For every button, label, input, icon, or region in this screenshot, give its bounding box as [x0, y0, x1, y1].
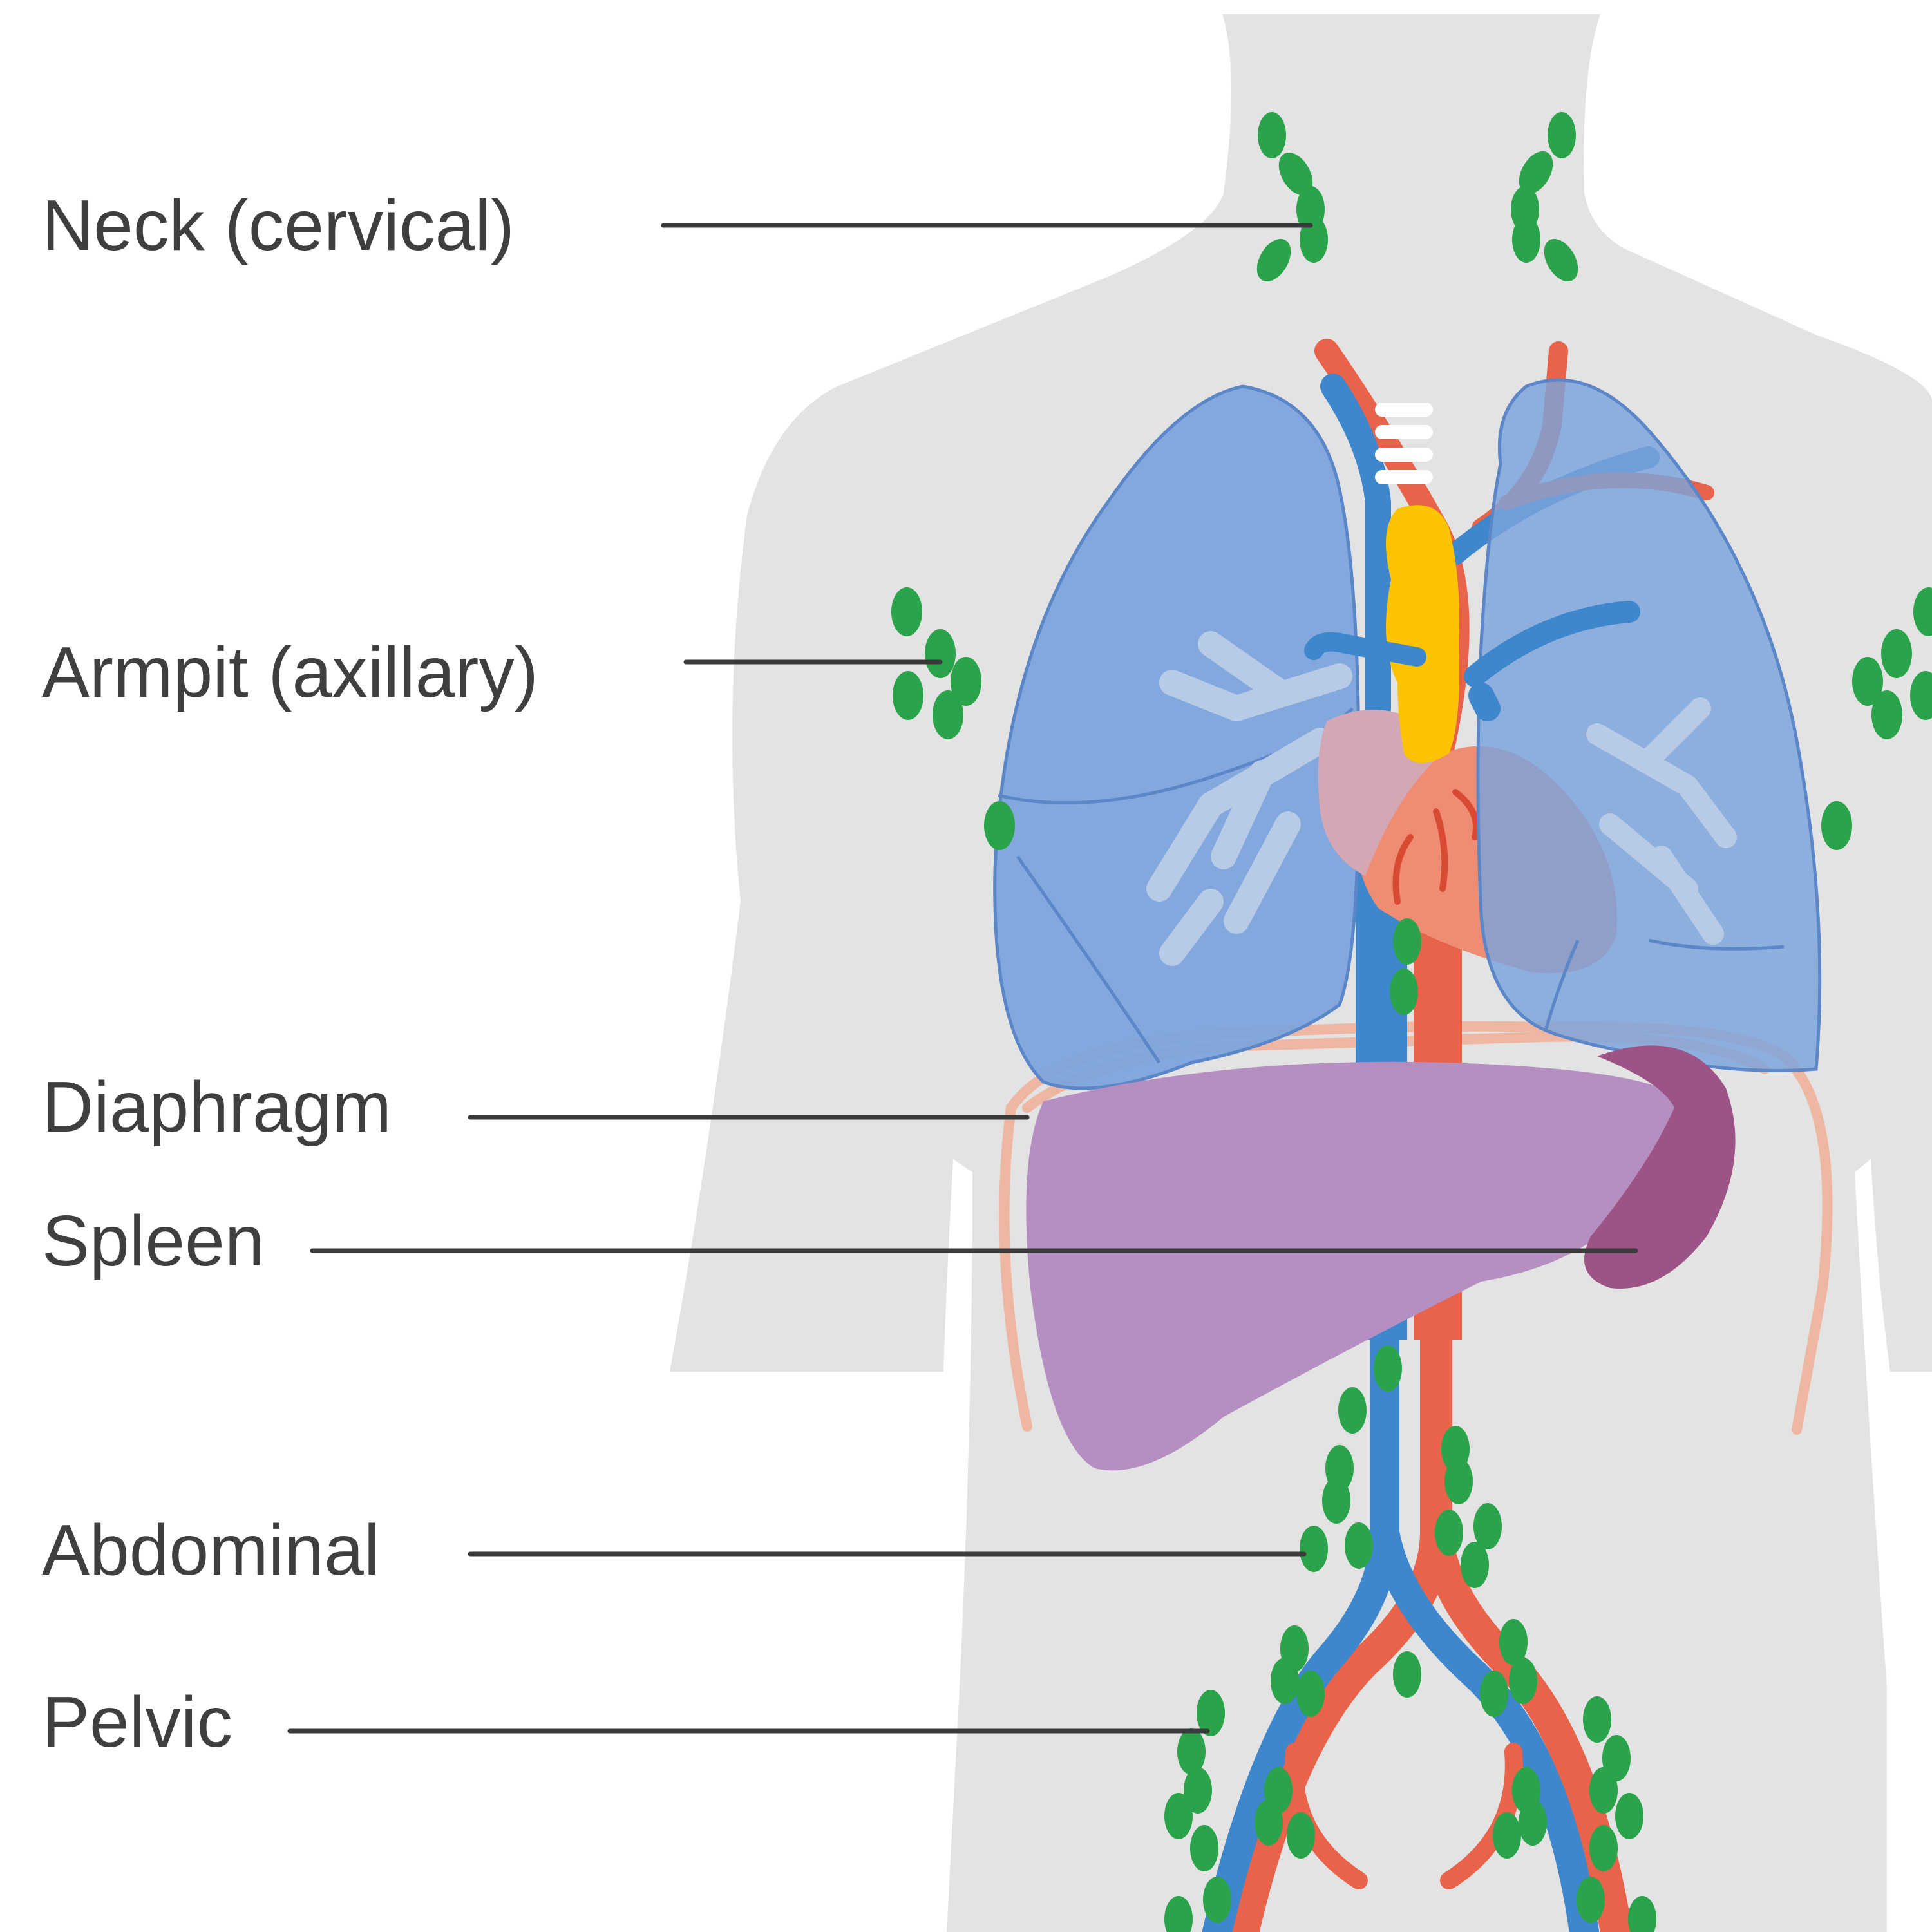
label-neck: Neck (cervical) — [42, 185, 515, 265]
labels: Neck (cervical) Armpit (axillary) Diaphr… — [42, 185, 538, 1762]
left-lung-fissure — [1544, 938, 1785, 1031]
label-abdominal: Abdominal — [42, 1510, 380, 1590]
coronary-vessels — [1392, 789, 1479, 905]
bronchi-left — [1146, 631, 1352, 966]
leader-lines — [287, 223, 1638, 1734]
liver — [1026, 1061, 1680, 1471]
pulmonary-vessels — [1304, 601, 1640, 721]
lymph-nodes — [891, 112, 1932, 1932]
label-spleen: Spleen — [42, 1201, 265, 1281]
bronchi-right — [1586, 697, 1737, 945]
spleen-organ — [1584, 1045, 1736, 1289]
label-pelvic: Pelvic — [42, 1682, 232, 1762]
label-armpit: Armpit (axillary) — [42, 632, 538, 712]
thymus — [1386, 505, 1459, 763]
trachea — [1375, 402, 1433, 484]
right-lung — [993, 384, 1361, 1090]
label-diaphragm: Diaphragm — [42, 1067, 392, 1147]
